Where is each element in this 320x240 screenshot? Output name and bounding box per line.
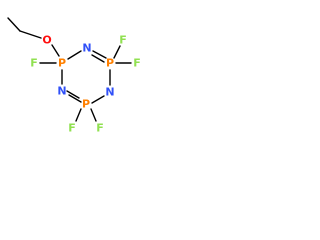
atom-p1: P [58, 57, 66, 70]
atom-f5: F [96, 122, 104, 135]
bond-p3-f5 [90, 108, 97, 122]
bond-o-p1 [51, 44, 60, 57]
bond-c1-c2 [7, 17, 21, 32]
atom-f3: F [133, 57, 141, 70]
bond-n2-p3 [91, 95, 105, 104]
bond-p2-f2 [113, 45, 121, 59]
bond-p3-n3-a [68, 94, 82, 103]
atom-o1: O [42, 34, 51, 47]
atom-f2: F [119, 34, 127, 47]
bond-c2-o [19, 30, 42, 39]
bond-n1-p2-a [92, 50, 107, 59]
atom-p2: P [106, 57, 114, 70]
atom-f1: F [30, 57, 38, 70]
bond-p1-n1 [67, 50, 82, 60]
bond-p3-n3-b [66, 90, 80, 99]
atom-p3: P [82, 98, 90, 111]
atom-n1: N [82, 42, 91, 55]
atom-n3: N [57, 85, 66, 98]
atom-f4: F [68, 122, 76, 135]
bond-n1-p2-b [91, 54, 105, 63]
bond-p3-f4 [75, 108, 82, 122]
molecule-structure: O P N P N P N F F F F F [7, 17, 141, 135]
atom-n2: N [105, 86, 114, 99]
